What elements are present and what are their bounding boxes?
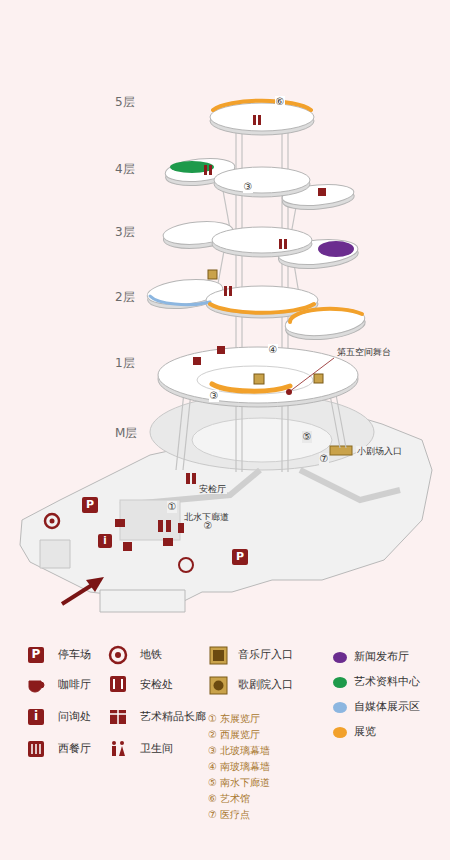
zone-area	[318, 241, 354, 257]
m-floor	[20, 394, 432, 612]
floor-label: M层	[115, 427, 137, 441]
legend-text: 音乐厅入口	[238, 649, 293, 662]
zone-band	[212, 384, 290, 391]
zone-band	[213, 101, 311, 110]
floor-disc	[214, 167, 310, 197]
callout-number: ⑥	[275, 96, 286, 108]
floor-label: 2层	[115, 291, 135, 305]
callout-legend: ⑥ 艺术馆	[208, 793, 250, 805]
legend-text: 自媒体展示区	[354, 701, 420, 714]
callout-number: ⑤	[302, 431, 313, 443]
legend-text: 问询处	[58, 711, 91, 724]
legend-icons	[28, 647, 227, 757]
floor-label: 3层	[115, 226, 135, 240]
callout-legend: ⑤ 南水下廊道	[208, 777, 270, 789]
icon-letter: P	[236, 551, 244, 564]
legend-text: 歌剧院入口	[238, 679, 293, 692]
floor-discs	[146, 101, 367, 407]
legend-swatch	[333, 652, 347, 663]
legend-text: 安检处	[140, 679, 173, 692]
legend-text: 艺术精品长廊	[140, 711, 206, 724]
callout-number: ①	[167, 501, 178, 513]
callout-legend: ④ 南玻璃幕墙	[208, 761, 270, 773]
floor-disc	[210, 103, 314, 135]
zone-band	[150, 296, 210, 305]
callout-number: ⑦	[319, 453, 330, 465]
legend-text: 展览	[354, 726, 376, 739]
legend-text: 咖啡厅	[58, 679, 91, 692]
callout-legend: ② 西展览厅	[208, 729, 260, 741]
icon-letter: P	[32, 648, 41, 662]
callout-number: ④	[268, 344, 279, 356]
callout-number: ③	[209, 390, 220, 402]
legend-swatch	[333, 677, 347, 688]
callout-number: ③	[243, 181, 254, 193]
zone-area	[170, 161, 214, 173]
floor-label: 1层	[115, 357, 135, 371]
floor-disc	[158, 347, 358, 407]
legend-text: 卫生间	[140, 743, 173, 756]
legend-text: 艺术资料中心	[354, 676, 420, 689]
legend-swatch	[333, 702, 347, 713]
floor-label: 4层	[115, 163, 135, 177]
icon-letter: P	[86, 499, 94, 512]
legend-text: 停车场	[58, 649, 91, 662]
callout-legend: ③ 北玻璃幕墙	[208, 745, 270, 757]
callout-legend: ① 东展览厅	[208, 713, 260, 725]
legend-text: 西餐厅	[58, 743, 91, 756]
entrance-arrow	[62, 577, 104, 604]
zone-band	[210, 304, 314, 313]
zone-band	[290, 309, 362, 322]
icon-letter: i	[34, 710, 38, 724]
callout-number: ②	[203, 520, 214, 532]
legend-text: 地铁	[140, 649, 162, 662]
icon-letter: i	[103, 535, 106, 547]
legend-swatch	[333, 727, 347, 738]
floor-disc	[212, 227, 312, 257]
callout-legend: ⑦ 医疗点	[208, 809, 250, 821]
place-label: 小剧场入口	[356, 446, 403, 456]
floor-label: 5层	[115, 96, 135, 110]
legend-text: 新闻发布厅	[354, 651, 409, 664]
place-label: 第五空间舞台	[336, 347, 392, 357]
place-label: 安检厅	[198, 484, 227, 494]
map-icons	[45, 115, 334, 572]
